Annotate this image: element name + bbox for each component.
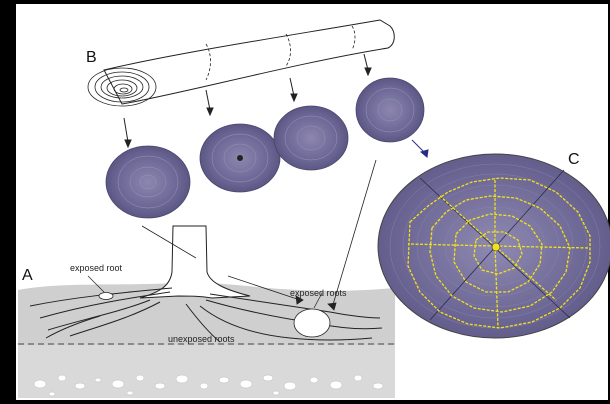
cross-section-disc-1 (106, 146, 190, 218)
panel-letter-c: C (568, 151, 580, 168)
panel-letter-b: B (86, 49, 97, 66)
label-unexposed-roots: unexposed roots (168, 334, 235, 344)
cross-section-disc-2 (200, 124, 280, 192)
panel-c-enlarged-section: C (378, 151, 610, 338)
cross-section-disc-3 (274, 106, 348, 170)
cross-section-disc-4 (356, 78, 424, 142)
exposed-root-bump (99, 293, 113, 300)
panel-a-soil-section: A exposed root exposed roots unexposed r… (18, 226, 395, 398)
cross-section-discs (106, 78, 424, 218)
exposed-roots-bump (294, 309, 330, 337)
panel-letter-a: A (22, 267, 33, 284)
label-exposed-root: exposed root (70, 263, 123, 273)
panel-b-root-log: B (86, 20, 394, 106)
label-exposed-roots: exposed roots (290, 288, 347, 298)
